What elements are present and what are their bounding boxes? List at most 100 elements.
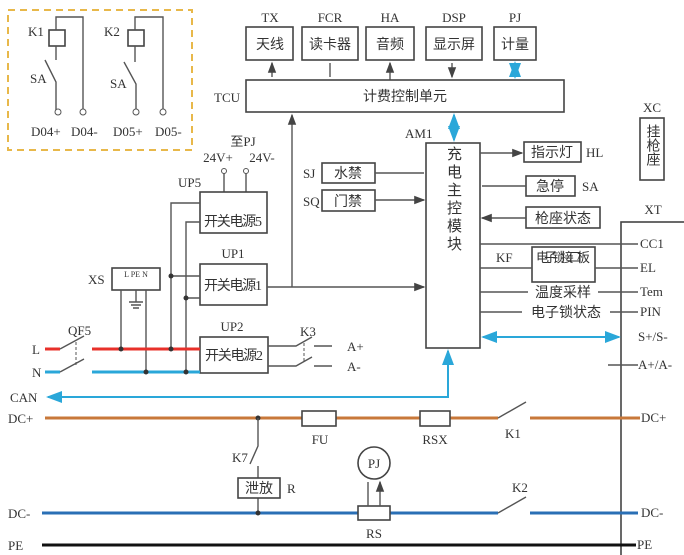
tcu-box bbox=[245, 79, 565, 113]
pj-24v-minus: 24V- bbox=[249, 150, 275, 165]
r-label: R bbox=[287, 481, 296, 496]
main-control-label: 充电主控模块 bbox=[445, 146, 462, 254]
xt-pin-dcm: DC- bbox=[641, 505, 663, 520]
svg-text:电子锁接口板: 电子锁接口板 bbox=[536, 250, 590, 265]
am1-code: AM1 bbox=[405, 126, 432, 141]
antenna-box: 天线 bbox=[256, 37, 284, 53]
tx-code: TX bbox=[261, 10, 279, 25]
ha-code: HA bbox=[381, 10, 400, 25]
tcu-code: TCU bbox=[214, 90, 241, 105]
k1-label: K1 bbox=[28, 24, 44, 39]
mains-n: N bbox=[32, 365, 42, 380]
can-bus bbox=[46, 349, 454, 403]
qf5-breaker-icon bbox=[59, 335, 85, 373]
terminal-d05p: D05+ bbox=[113, 124, 143, 139]
lock-state: 电子锁状态 bbox=[531, 305, 601, 321]
dsp-code: DSP bbox=[442, 10, 466, 25]
up1-box bbox=[199, 263, 268, 306]
terminal-d04p: D04+ bbox=[31, 124, 61, 139]
dcp-label: DC+ bbox=[8, 411, 33, 426]
k2-contactor-icon bbox=[497, 496, 527, 514]
xt-pin-dcp: DC+ bbox=[641, 410, 666, 425]
svg-text:充电主控模块: 充电主控模块 bbox=[445, 146, 462, 254]
lock-board-box bbox=[531, 246, 596, 283]
xt-pin-tem: Tem bbox=[640, 284, 663, 299]
fu-label: FU bbox=[312, 432, 329, 447]
temp-sampling: 温度采样 bbox=[535, 285, 591, 301]
sj-code: SJ bbox=[303, 166, 315, 181]
card-reader-box: 读卡器 bbox=[309, 36, 351, 53]
estop-box: 急停 bbox=[536, 178, 564, 195]
main-control-box bbox=[425, 142, 481, 349]
ground-icon bbox=[120, 290, 147, 372]
xt-pin-pin: PIN bbox=[640, 304, 662, 319]
sa2-label: SA bbox=[110, 76, 127, 91]
xt-pin-pe: PE bbox=[637, 537, 652, 552]
k1-contactor-label: K1 bbox=[505, 426, 521, 441]
k1-contactor-icon bbox=[497, 401, 527, 419]
mains-l: L bbox=[32, 342, 40, 357]
display-box: 显示屏 bbox=[433, 38, 475, 53]
aux-plus: A+ bbox=[347, 339, 364, 354]
svg-text:PJ: PJ bbox=[368, 456, 380, 471]
audio-box: 音频 bbox=[376, 36, 404, 53]
kf-code: KF bbox=[496, 250, 513, 265]
pj-code: PJ bbox=[509, 10, 521, 25]
pj-24v-plus: 24V+ bbox=[203, 150, 233, 165]
up5-box bbox=[199, 191, 268, 234]
dcm-label: DC- bbox=[8, 506, 30, 521]
fuse bbox=[301, 410, 337, 427]
aux-minus: A- bbox=[347, 359, 361, 374]
up2-code: UP2 bbox=[220, 319, 243, 334]
rs-label: RS bbox=[366, 526, 382, 541]
svg-text:L PE N: L PE N bbox=[124, 270, 148, 279]
dashed-frame bbox=[7, 9, 193, 151]
k2-coil-icon bbox=[127, 29, 145, 47]
relay-panel: K1 K2 SA SA D04+ D04- D05+ D05- bbox=[7, 9, 193, 151]
pj-supply-title: 至PJ bbox=[230, 134, 255, 149]
xc-code: XC bbox=[643, 100, 661, 115]
metering-box: 计量 bbox=[501, 37, 529, 53]
tcu-label: 计费控制单元 bbox=[363, 89, 447, 105]
xt-pin-el: EL bbox=[640, 260, 656, 275]
xt-pin-s: S+/S- bbox=[638, 329, 668, 344]
shunt-rs bbox=[357, 505, 391, 521]
hl-code: HL bbox=[586, 145, 603, 160]
xt-code: XT bbox=[644, 202, 661, 217]
sa-code: SA bbox=[582, 179, 599, 194]
terminal-d04m: D04- bbox=[71, 124, 98, 139]
svg-text:开关电源5: 开关电源5 bbox=[204, 214, 262, 230]
xt-terminal-block bbox=[620, 221, 684, 555]
shunt-rsx bbox=[419, 410, 451, 427]
door-box: 门禁 bbox=[334, 194, 362, 210]
xs-code: XS bbox=[88, 272, 105, 287]
sa1-label: SA bbox=[30, 71, 47, 86]
up5-code: UP5 bbox=[178, 175, 201, 190]
indicator-box: 指示灯 bbox=[531, 145, 573, 161]
xt-pin-a: A+/A- bbox=[638, 357, 672, 372]
holster-state-box: 枪座状态 bbox=[535, 210, 591, 227]
rsx-label: RSX bbox=[422, 432, 448, 447]
svg-text:泄放: 泄放 bbox=[245, 481, 273, 497]
terminal-d05m: D05- bbox=[155, 124, 182, 139]
xt-pin-cc1: CC1 bbox=[640, 236, 664, 251]
k3-relay-icon bbox=[268, 336, 332, 367]
qf5-label: QF5 bbox=[68, 323, 91, 338]
fcr-code: FCR bbox=[318, 10, 343, 25]
k1-coil-icon bbox=[48, 29, 66, 47]
can-label: CAN bbox=[10, 390, 38, 405]
pe-label: PE bbox=[8, 538, 23, 553]
holster-box: 挂枪座 bbox=[645, 124, 661, 167]
water-box: 水禁 bbox=[334, 166, 362, 182]
k3-label: K3 bbox=[300, 324, 316, 339]
svg-text:开关电源1: 开关电源1 bbox=[204, 278, 262, 294]
k2-label: K2 bbox=[104, 24, 120, 39]
k7-label: K7 bbox=[232, 450, 248, 465]
svg-text:开关电源2: 开关电源2 bbox=[205, 348, 263, 364]
sq-code: SQ bbox=[303, 194, 320, 209]
bleed-resistor bbox=[237, 477, 281, 499]
k2-contactor-label: K2 bbox=[512, 480, 528, 495]
up1-code: UP1 bbox=[221, 246, 244, 261]
peripherals: TX 天线 FCR 读卡器 HA 音频 DSP 显示屏 PJ 计量 bbox=[245, 10, 537, 80]
